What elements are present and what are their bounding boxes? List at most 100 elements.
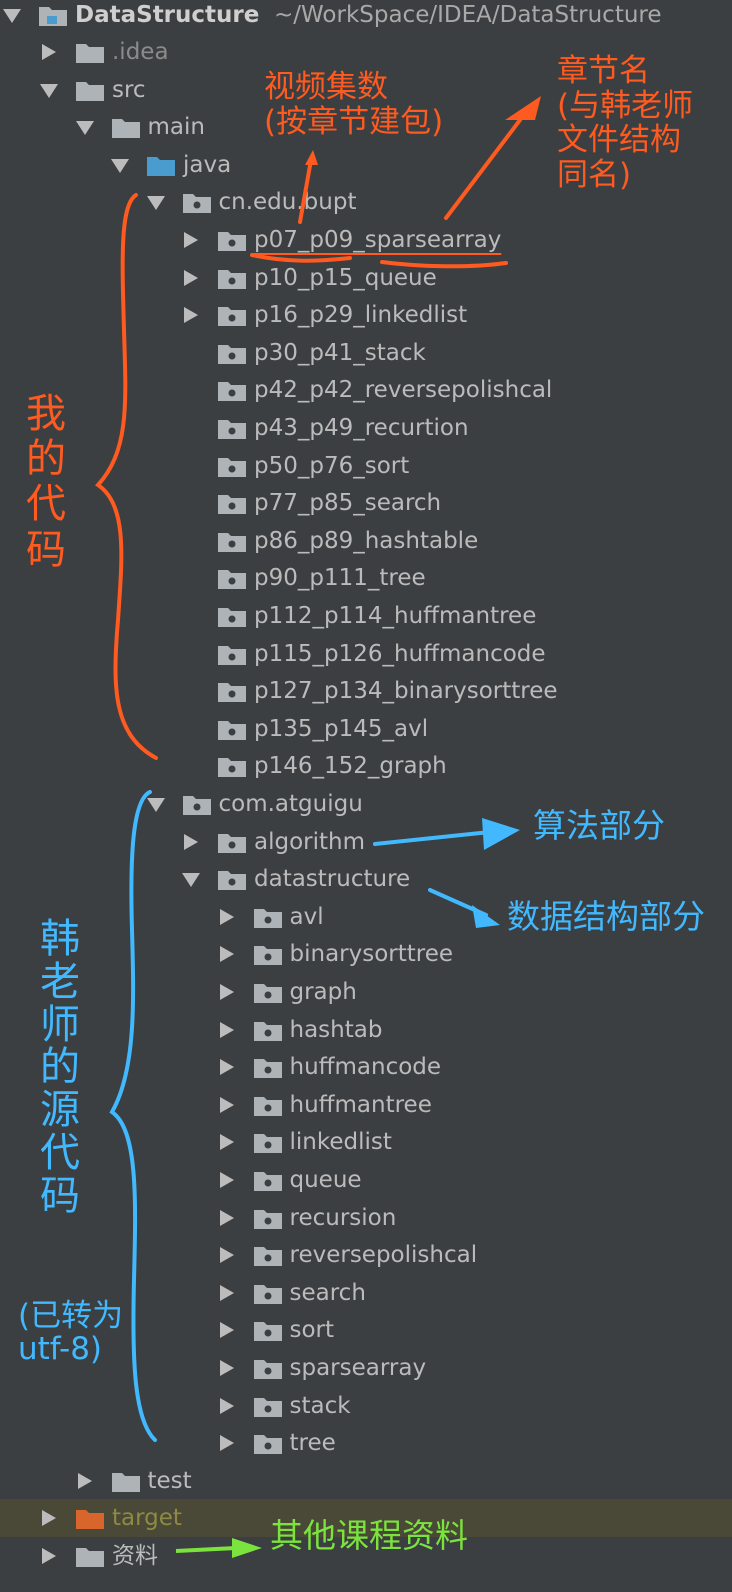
collapse-arrow-icon[interactable]	[184, 232, 198, 248]
tree-node-label: p30_p41_stack	[254, 339, 426, 366]
collapse-arrow-icon[interactable]	[77, 1472, 92, 1489]
collapse-arrow-icon[interactable]	[184, 307, 198, 324]
tree-node[interactable]: p16_p29_linkedlist	[0, 296, 732, 334]
collapse-arrow-icon[interactable]	[219, 1397, 234, 1414]
tree-node[interactable]: huffmancode	[0, 1048, 732, 1086]
tree-node-label: p43_p49_recurtion	[254, 415, 469, 441]
tree-node[interactable]: p135_p145_avl	[0, 710, 732, 748]
package-icon	[218, 307, 246, 327]
collapse-arrow-icon[interactable]	[219, 1322, 234, 1339]
collapse-arrow-icon[interactable]	[219, 908, 234, 925]
expand-arrow-icon[interactable]	[75, 121, 94, 136]
tree-node[interactable]: search	[0, 1274, 732, 1312]
tree-node[interactable]: p77_p85_search	[0, 484, 732, 522]
collapse-arrow-icon[interactable]	[219, 1134, 234, 1151]
teacher-code-note: 韩 老 师 的 源 代 码	[40, 916, 80, 1219]
tree-node[interactable]: p90_p111_tree	[0, 559, 732, 597]
tree-node[interactable]: p115_p126_huffmancode	[0, 635, 732, 673]
tree-node[interactable]: sort	[0, 1311, 732, 1349]
tree-node[interactable]: p30_p41_stack	[0, 334, 732, 372]
tree-node[interactable]: huffmantree	[0, 1086, 732, 1124]
tree-node[interactable]: java	[0, 146, 732, 184]
tree-node[interactable]: avl	[0, 898, 732, 936]
folder-icon	[76, 44, 104, 63]
tree-node[interactable]: src	[0, 71, 732, 109]
tree-node[interactable]: algorithm	[0, 823, 732, 861]
project-root-row[interactable]: DataStructure ~/WorkSpace/IDEA/DataStruc…	[0, 0, 732, 34]
expand-arrow-icon[interactable]	[40, 83, 58, 98]
tree-node[interactable]: main	[0, 108, 732, 146]
collapse-arrow-icon[interactable]	[219, 1059, 234, 1076]
expand-arrow-icon[interactable]	[146, 196, 165, 211]
tree-node[interactable]: p07_p09_sparsearray	[0, 221, 732, 259]
tree-node[interactable]: p43_p49_recurtion	[0, 409, 732, 447]
collapse-arrow-icon[interactable]	[219, 1096, 234, 1113]
package-icon	[253, 1134, 282, 1154]
tree-node-label: graph	[289, 979, 357, 1005]
collapse-arrow-icon[interactable]	[219, 1172, 234, 1188]
expand-arrow-icon[interactable]	[111, 158, 129, 173]
package-icon	[253, 1435, 282, 1455]
tree-node[interactable]: cn.edu.bupt	[0, 183, 732, 221]
tree-node[interactable]: p127_p134_binarysorttree	[0, 672, 732, 710]
tree-node-label: p50_p76_sort	[254, 452, 410, 479]
expand-arrow-icon[interactable]	[3, 9, 21, 23]
collapse-arrow-icon[interactable]	[219, 984, 234, 1000]
collapse-arrow-icon[interactable]	[219, 1209, 234, 1226]
tree-node-label: target	[112, 1505, 182, 1532]
collapse-arrow-icon[interactable]	[219, 1021, 234, 1038]
package-icon	[182, 194, 211, 214]
tree-node[interactable]: hashtab	[0, 1011, 732, 1049]
package-icon	[218, 532, 246, 552]
tree-node[interactable]: stack	[0, 1387, 732, 1425]
package-icon	[253, 1059, 282, 1079]
tree-node[interactable]: test	[0, 1462, 732, 1500]
tree-node[interactable]: recursion	[0, 1199, 732, 1237]
tree-node[interactable]: .idea	[0, 33, 732, 71]
expand-arrow-icon[interactable]	[182, 873, 200, 888]
tree-node[interactable]: datastructure	[0, 860, 732, 898]
tree-node[interactable]: p112_p114_huffmantree	[0, 597, 732, 635]
package-icon	[253, 1284, 282, 1304]
tree-node[interactable]: p86_p89_hashtable	[0, 522, 732, 560]
tree-node-label: p07_p09_sparsearray	[254, 227, 502, 253]
package-icon	[253, 1397, 282, 1417]
collapse-arrow-icon[interactable]	[184, 833, 198, 850]
collapse-arrow-icon[interactable]	[219, 1360, 234, 1376]
collapse-arrow-icon[interactable]	[219, 1247, 234, 1264]
tree-node[interactable]: linkedlist	[0, 1123, 732, 1161]
tree-node[interactable]: binarysorttree	[0, 935, 732, 973]
tree-node-label: tree	[289, 1430, 336, 1457]
collapse-arrow-icon[interactable]	[219, 1435, 234, 1452]
tree-node[interactable]: reversepolishcal	[0, 1236, 732, 1274]
expand-arrow-icon[interactable]	[146, 798, 165, 812]
project-path: ~/WorkSpace/IDEA/DataStructure	[274, 2, 662, 28]
tree-node[interactable]: graph	[0, 973, 732, 1011]
tree-node[interactable]: queue	[0, 1161, 732, 1199]
package-icon	[218, 382, 246, 402]
collapse-arrow-icon[interactable]	[219, 1284, 234, 1301]
collapse-arrow-icon[interactable]	[42, 44, 56, 60]
tree-node-label: recursion	[289, 1204, 397, 1231]
tree-node-label: queue	[289, 1167, 362, 1193]
tree-node-label: p77_p85_search	[254, 490, 442, 517]
collapse-arrow-icon[interactable]	[184, 269, 198, 286]
tree-node[interactable]: 资料	[0, 1537, 732, 1575]
collapse-arrow-icon[interactable]	[42, 1548, 56, 1564]
tree-node-label: src	[112, 76, 146, 103]
tree-node-label: test	[147, 1467, 192, 1494]
episode-count-note: 视频集数 (按章节建包)	[264, 69, 444, 140]
tree-node[interactable]: tree	[0, 1424, 732, 1462]
tree-node[interactable]: p10_p15_queue	[0, 259, 732, 297]
tree-node[interactable]: sparsearray	[0, 1349, 732, 1387]
tree-node[interactable]: p50_p76_sort	[0, 447, 732, 485]
my-code-note: 我 的 代 码	[26, 391, 66, 573]
tree-node[interactable]: p42_p42_reversepolishcal	[0, 371, 732, 409]
collapse-arrow-icon[interactable]	[42, 1510, 56, 1527]
tree-node-label: p16_p29_linkedlist	[254, 302, 468, 329]
collapse-arrow-icon[interactable]	[219, 946, 234, 963]
tree-node-label: p127_p134_binarysorttree	[254, 678, 558, 705]
tree-node[interactable]: p146_152_graph	[0, 747, 732, 785]
package-icon	[218, 344, 246, 364]
tree-node[interactable]: target	[0, 1499, 732, 1538]
